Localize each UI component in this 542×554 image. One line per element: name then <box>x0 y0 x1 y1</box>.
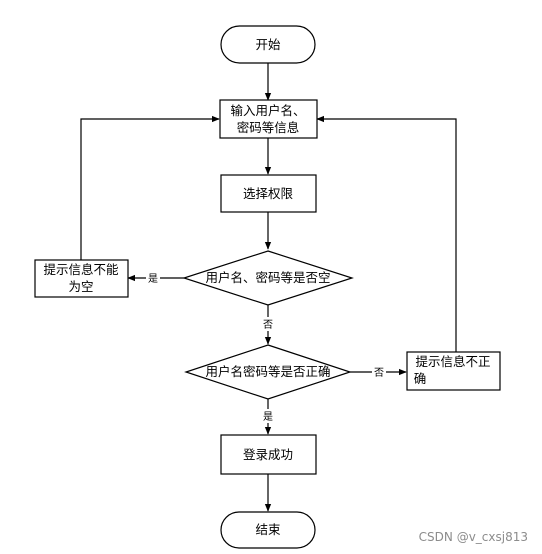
prompt-empty-box: 提示信息不能 为空 <box>34 259 129 298</box>
check-valid-decision: 用户名密码等是否正确 <box>184 344 352 400</box>
end-terminator: 结束 <box>220 511 316 549</box>
edge-label-valid-no: 否 <box>374 367 384 379</box>
input-label-line-2: 密码等信息 <box>237 120 300 135</box>
edge-label-valid-yes: 是 <box>263 411 273 423</box>
prompt-invalid-line-1: 提示信息不正 <box>415 354 490 369</box>
edge-label-empty-no: 否 <box>263 319 273 331</box>
edge-labels: 是 否 否 是 <box>146 271 386 423</box>
input-process-box: 输入用户名、 密码等信息 <box>219 99 318 139</box>
arrow-prompt-empty-back-to-input <box>80 115 220 260</box>
end-label: 结束 <box>255 522 281 537</box>
arrow-prompt-invalid-back-to-input <box>316 115 457 352</box>
prompt-invalid-box: 提示信息不正 确 <box>406 351 501 391</box>
prompt-empty-line-1: 提示信息不能 <box>43 262 119 277</box>
prompt-empty-line-2: 为空 <box>68 279 93 294</box>
select-permission-label: 选择权限 <box>243 186 294 201</box>
select-permission-box: 选择权限 <box>220 174 317 213</box>
check-empty-label: 用户名、密码等是否空 <box>205 270 330 285</box>
edge-label-empty-yes: 是 <box>148 273 158 285</box>
input-label-line-1: 输入用户名、 <box>230 103 305 118</box>
login-success-label: 登录成功 <box>243 447 293 462</box>
start-terminator: 开始 <box>220 25 316 64</box>
prompt-invalid-line-2: 确 <box>414 371 427 386</box>
login-success-box: 登录成功 <box>220 434 317 475</box>
check-valid-label: 用户名密码等是否正确 <box>205 364 330 379</box>
csdn-watermark: CSDN @v_cxsj813 <box>419 530 528 544</box>
start-label: 开始 <box>255 37 281 52</box>
check-empty-decision: 用户名、密码等是否空 <box>182 250 354 306</box>
